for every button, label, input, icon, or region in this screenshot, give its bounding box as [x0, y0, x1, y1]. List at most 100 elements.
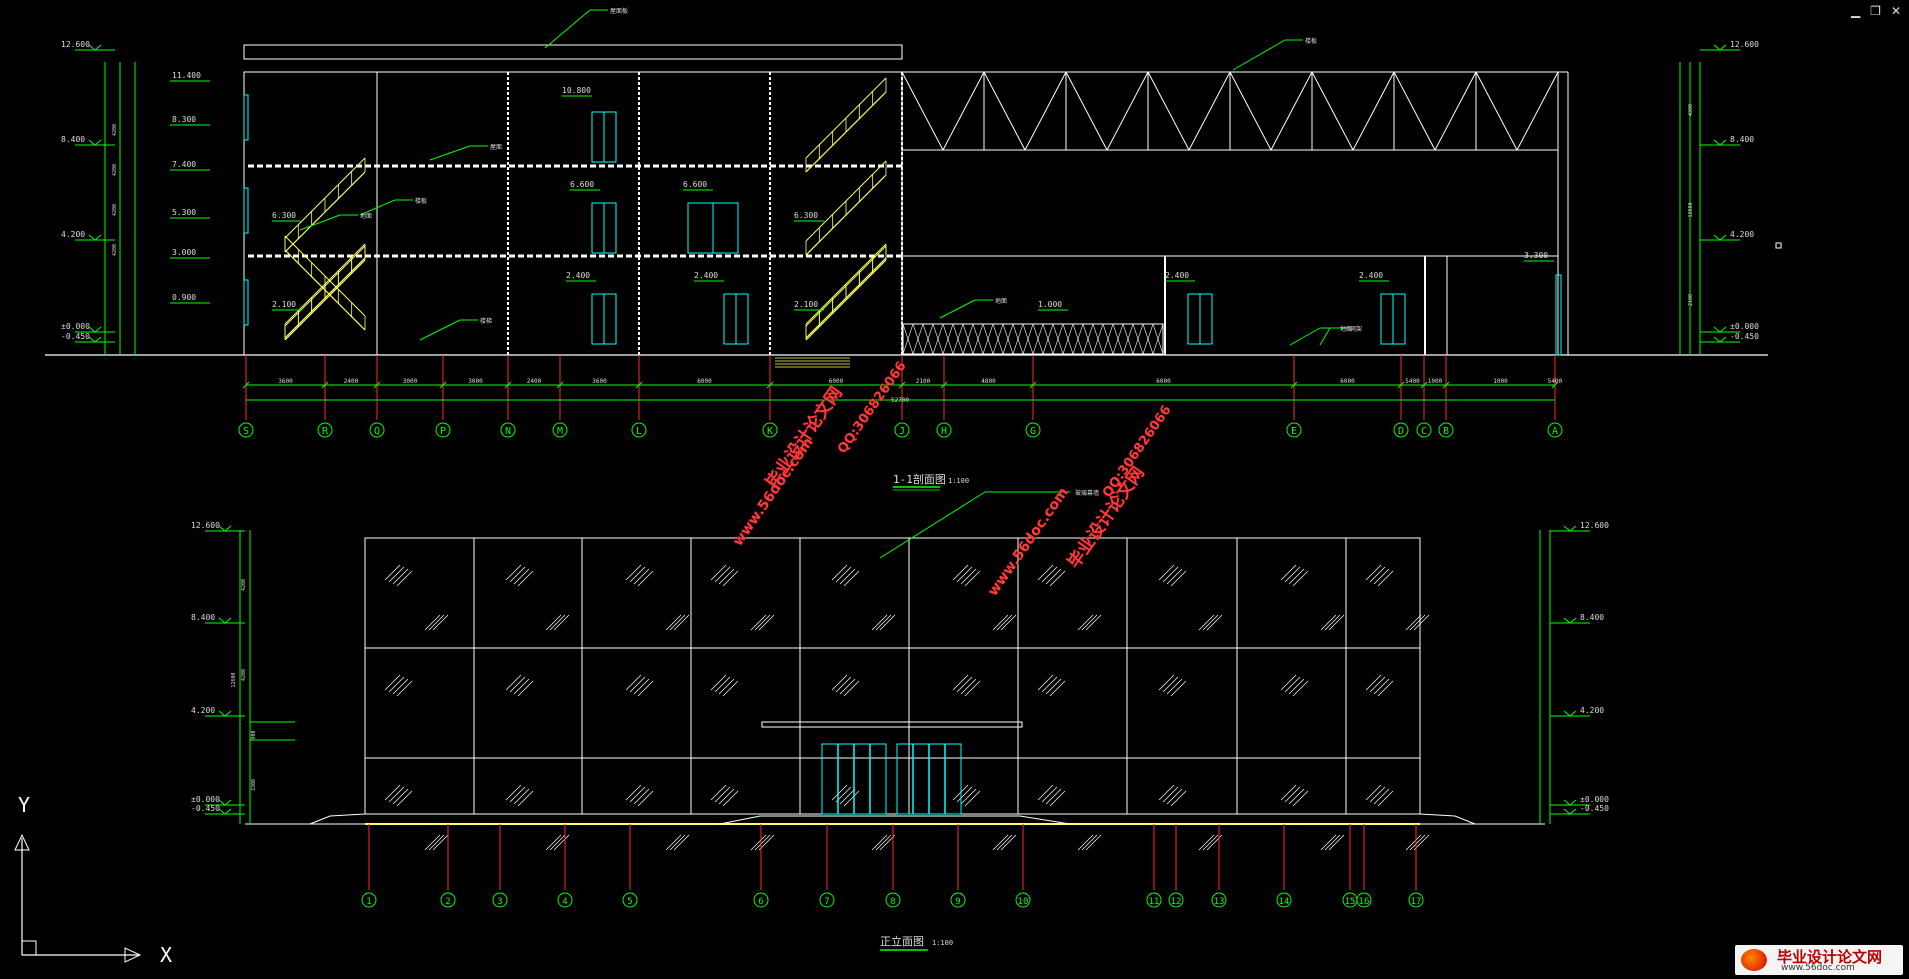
- glass-hatch: [1280, 784, 1297, 801]
- close-icon[interactable]: ✕: [1890, 4, 1901, 18]
- glass-hatch: [1162, 566, 1179, 583]
- axis-label: 7: [824, 897, 829, 907]
- glass-hatch: [665, 614, 682, 631]
- axis-bubble: [500, 422, 516, 438]
- site-badge: 毕业设计论文网 www.56doc.com: [1735, 945, 1903, 975]
- minimize-icon[interactable]: ▁: [1850, 4, 1861, 18]
- glass-hatch: [1206, 614, 1223, 631]
- axis-bubble: [1015, 892, 1031, 908]
- axis-bubble: [1276, 892, 1292, 908]
- dim-value: 1000: [1493, 378, 1508, 385]
- interior-level: 2.100: [794, 300, 818, 309]
- hatch-line: [1092, 323, 1104, 355]
- dim-value: 6000: [697, 378, 712, 385]
- axis-label: L: [636, 426, 642, 437]
- glass-hatch: [956, 676, 973, 693]
- dim-tick: [1290, 381, 1298, 389]
- glass-hatch: [960, 678, 977, 695]
- glass-hatch: [1369, 566, 1386, 583]
- level-label: 0.900: [172, 293, 196, 302]
- glass-hatch: [1377, 680, 1394, 697]
- dim-tick: [1397, 381, 1405, 389]
- axis-label: A: [1552, 426, 1558, 437]
- restore-icon[interactable]: ❐: [1870, 4, 1881, 18]
- truss-diagonal: [1475, 71, 1518, 151]
- hatch-line: [1002, 323, 1014, 355]
- dim-tick: [373, 381, 381, 389]
- glass-hatch: [428, 834, 445, 851]
- glass-hatch: [637, 680, 654, 697]
- callout-text: 地面: [1340, 325, 1352, 333]
- glass-hatch: [1041, 566, 1058, 583]
- callout-leader: [429, 145, 471, 161]
- level-label: 8.400: [1730, 135, 1754, 144]
- glass-hatch: [1369, 676, 1386, 693]
- callout-text: 地面: [995, 297, 1007, 305]
- level-label: 12.600: [61, 40, 90, 49]
- glass-hatch: [1085, 834, 1102, 851]
- level-mark: [88, 44, 102, 51]
- glass-hatch: [1158, 674, 1175, 691]
- hatch-block: [902, 323, 1164, 355]
- glass-hatch: [549, 614, 566, 631]
- glass-hatch: [625, 564, 642, 581]
- truss-diagonal: [942, 71, 985, 151]
- axis-label: 12: [1171, 897, 1182, 907]
- axis-bubble: [1146, 892, 1162, 908]
- axis-label: 15: [1345, 897, 1356, 907]
- truss-diagonal: [1352, 71, 1395, 151]
- glass-hatch: [843, 570, 860, 587]
- glass-hatch: [1041, 676, 1058, 693]
- site-logo-icon: [1741, 949, 1767, 971]
- glass-hatch: [509, 566, 526, 583]
- glass-hatch: [1166, 788, 1183, 805]
- glass-hatch: [629, 786, 646, 803]
- dim-value: 5400: [1405, 378, 1420, 385]
- glass-hatch: [392, 568, 409, 585]
- hatch-line: [1052, 323, 1064, 355]
- level-label: 8.300: [172, 115, 196, 124]
- axis-bubble: [819, 892, 835, 908]
- interior-level: 3.300: [1524, 251, 1548, 260]
- interior-level: 1.000: [1038, 300, 1062, 309]
- axis-label: 9: [955, 897, 960, 907]
- glass-hatch: [505, 674, 522, 691]
- dim-tick: [766, 381, 774, 389]
- glass-hatch: [956, 566, 973, 583]
- dim-value: 2100: [916, 378, 931, 385]
- callout-leader: [419, 319, 461, 341]
- level-label: ±0.000: [61, 322, 90, 331]
- window: [243, 94, 249, 141]
- glass-hatch: [1320, 614, 1337, 631]
- callout-leader: [879, 491, 986, 559]
- glass-hatch: [831, 564, 848, 581]
- truss-diagonal: [1434, 71, 1477, 151]
- axis-label: 1: [366, 897, 371, 907]
- glass-hatch: [1170, 790, 1187, 807]
- glass-hatch: [879, 614, 896, 631]
- glass-hatch: [505, 784, 522, 801]
- glass-hatch: [553, 834, 570, 851]
- glass-hatch: [1049, 570, 1066, 587]
- hatch-line: [972, 323, 984, 355]
- glass-hatch: [964, 790, 981, 807]
- glass-hatch: [1288, 788, 1305, 805]
- ucs-x-arrow: [124, 947, 142, 963]
- glass-hatch: [1045, 568, 1062, 585]
- truss-diagonal: [901, 71, 944, 151]
- dim-tick: [1029, 381, 1037, 389]
- glass-hatch: [1037, 674, 1054, 691]
- callout-leader: [939, 299, 976, 319]
- glass-hatch: [1328, 614, 1345, 631]
- hatch-border: [902, 323, 1164, 355]
- glass-hatch: [396, 790, 413, 807]
- callout-text: 楼板: [415, 197, 427, 205]
- dim-value: 4200: [241, 669, 247, 681]
- entrance-steps: [719, 815, 1071, 825]
- ucs-y-arrow: [14, 833, 30, 851]
- dim-value: 2400: [527, 378, 542, 385]
- callout-text: 屋面: [490, 144, 502, 151]
- glass-hatch: [549, 834, 566, 851]
- glass-hatch: [673, 614, 690, 631]
